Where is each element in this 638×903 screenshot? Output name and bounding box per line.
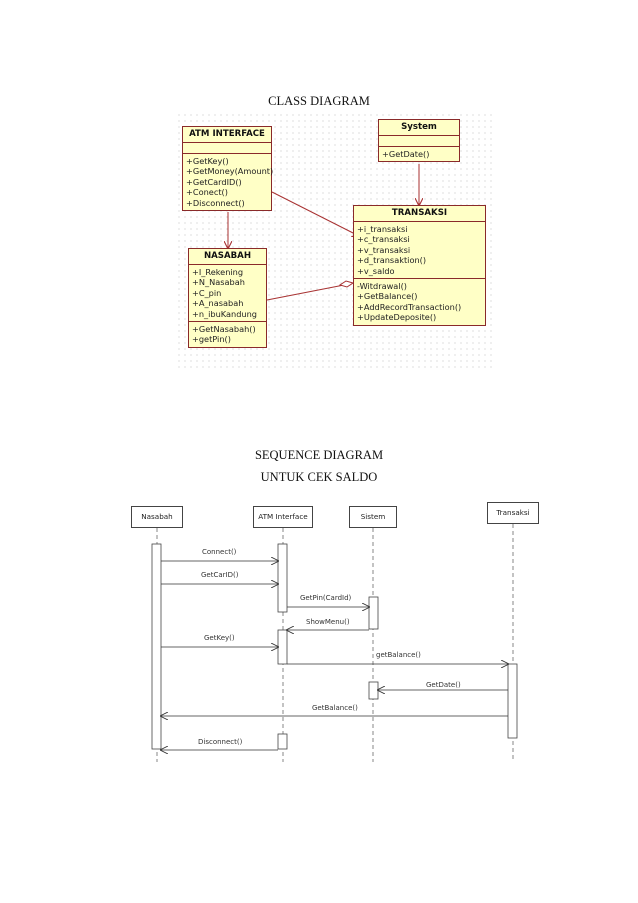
operation: +AddRecordTransaction(): [357, 301, 462, 312]
class-nasabah: NASABAH +I_Rekening +N_Nasabah +C_pin +A…: [188, 248, 267, 348]
lifeline-head-nasabah: Nasabah: [131, 506, 183, 528]
attribute: +N_Nasabah: [192, 277, 245, 288]
message-getkey-label: GetKey(): [204, 634, 235, 642]
activation-atm-2: [277, 629, 288, 665]
message-getcarid-label: GetCarID(): [201, 571, 239, 579]
activation-sistem-1: [368, 596, 379, 630]
class-name: NASABAH: [189, 249, 266, 265]
attribute: +n_ibuKandung: [192, 308, 258, 319]
lifeline-head-atm: ATM Interface: [253, 506, 313, 528]
message-showmenu-label: ShowMenu(): [306, 618, 350, 626]
activation-atm-3: [277, 733, 288, 750]
operation: +GetDate(): [382, 149, 430, 159]
message-getpin-label: GetPin(CardId): [300, 594, 352, 602]
attribute: +i_transaksi: [357, 224, 408, 234]
class-name: ATM INTERFACE: [183, 127, 271, 143]
class-attributes: +I_Rekening +N_Nasabah +C_pin +A_nasabah…: [189, 265, 266, 323]
aggregation-diamond: [338, 280, 355, 288]
class-name: System: [379, 120, 459, 136]
message-getbalance-call-label: getBalance(): [376, 651, 421, 659]
class-operations: +GetKey() +GetMoney(Amount) +GetCardID()…: [183, 154, 274, 210]
class-relationships: [176, 164, 494, 301]
class-attributes: +i_transaksi +c_transaksi +v_transaksi +…: [354, 222, 485, 280]
lifeline-head-transaksi: Transaksi: [487, 502, 539, 524]
attribute: +C_pin: [192, 287, 222, 298]
operation: -Witdrawal(): [357, 281, 407, 292]
attribute: +v_transaksi: [357, 244, 411, 255]
class-attributes: [379, 136, 459, 147]
association-atm-transaksi: [271, 191, 359, 236]
operation: +getPin(): [192, 334, 231, 345]
attribute: +A_nasabah: [192, 298, 244, 309]
message-getdate-label: GetDate(): [426, 681, 461, 689]
sequence-diagram-heading: SEQUENCE DIAGRAM: [254, 448, 384, 462]
operation: +Conect(): [186, 187, 228, 198]
aggregation-nasabah-transaksi: [266, 284, 345, 301]
activation-transaksi: [507, 663, 518, 739]
class-operations: -Witdrawal() +GetBalance() +AddRecordTra…: [354, 279, 485, 325]
activation-sistem-2: [368, 681, 379, 700]
message-disconnect-label: Disconnect(): [198, 738, 243, 746]
lifeline-head-sistem: Sistem: [349, 506, 397, 528]
operation: +UpdateDeposite(): [357, 312, 437, 323]
attribute: +v_saldo: [357, 265, 395, 276]
class-atm-interface: ATM INTERFACE +GetKey() +GetMoney(Amount…: [182, 126, 274, 212]
class-operations: +GetDate(): [379, 147, 459, 161]
activation-atm-1: [277, 543, 288, 613]
class-transaksi: TRANSAKSI +i_transaksi +c_transaksi +v_t…: [353, 205, 486, 326]
message-connect-label: Connect(): [202, 548, 237, 556]
class-diagram-heading: CLASS DIAGRAM: [268, 94, 370, 108]
class-diagram: ATM INTERFACE +GetKey() +GetMoney(Amount…: [176, 112, 494, 370]
attribute: +d_transaktion(): [357, 255, 427, 266]
class-operations: +GetNasabah() +getPin(): [189, 322, 266, 347]
message-getbalance-return-label: GetBalance(): [312, 704, 358, 712]
operation: +GetKey(): [186, 156, 229, 166]
operation: +GetCardID(): [186, 176, 242, 187]
operation: +GetBalance(): [357, 291, 418, 302]
attribute: +I_Rekening: [192, 267, 244, 277]
operation: +GetMoney(Amount): [186, 166, 274, 177]
operation: +GetNasabah(): [192, 324, 256, 335]
attribute: +c_transaksi: [357, 234, 410, 245]
operation: +Disconnect(): [186, 197, 245, 208]
activation-nasabah: [151, 543, 162, 750]
class-attributes: [183, 143, 271, 154]
sequence-diagram-subheading: UNTUK CEK SALDO: [260, 470, 378, 484]
class-name: TRANSAKSI: [354, 206, 485, 222]
class-system: System +GetDate(): [378, 119, 460, 163]
